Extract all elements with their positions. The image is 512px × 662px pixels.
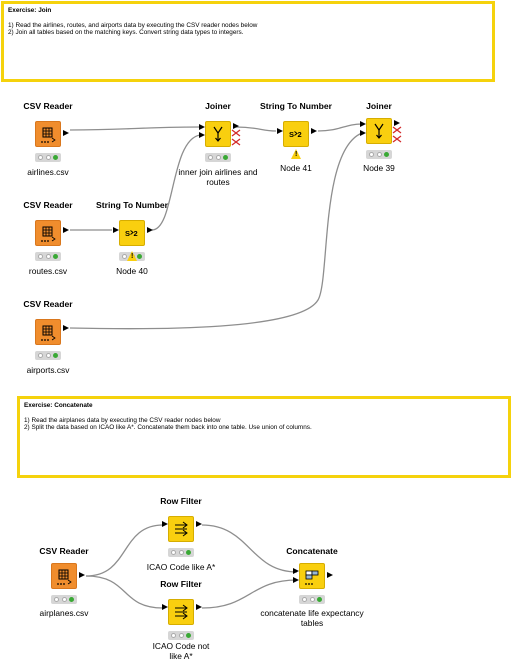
concatenate-icon[interactable] xyxy=(299,563,325,589)
input-port[interactable] xyxy=(113,227,119,233)
annotation-line: 2) Join all tables based on the matching… xyxy=(8,29,244,37)
node-status-indicator xyxy=(168,631,194,640)
output-port[interactable] xyxy=(233,123,239,129)
node-status-indicator xyxy=(35,153,61,162)
output-port[interactable] xyxy=(196,521,202,527)
connection-rowfilter2-to-concatenate[interactable] xyxy=(201,579,298,609)
input-port-left[interactable] xyxy=(360,121,366,127)
node-type-title: Row Filter xyxy=(160,496,202,506)
output-port[interactable] xyxy=(63,227,69,233)
node-type-title: String To Number xyxy=(260,101,332,111)
node-type-title: Row Filter xyxy=(160,579,202,589)
connection-airplanes-to-rowfilter1[interactable] xyxy=(85,524,164,577)
annotation-line: 2) Split the data based on ICAO like A*.… xyxy=(24,424,312,432)
connection-airlines-to-joiner[interactable] xyxy=(69,126,201,131)
output-port[interactable] xyxy=(394,120,400,126)
connection-rowfilter1-to-concatenate[interactable] xyxy=(201,524,298,573)
node-type-title: Concatenate xyxy=(286,546,338,556)
output-port[interactable] xyxy=(196,604,202,610)
svg-text:2: 2 xyxy=(298,130,302,139)
annotation-title: Exercise: Join xyxy=(8,7,52,14)
annotation-concatenate[interactable]: Exercise: Concatenate 1) Read the airpla… xyxy=(17,396,511,478)
output-port[interactable] xyxy=(327,572,333,578)
warning-icon[interactable] xyxy=(291,149,301,159)
row-filter-icon[interactable] xyxy=(168,516,194,542)
node-label[interactable]: Node 40 xyxy=(116,266,148,276)
node-label[interactable]: ICAO Code not like A* xyxy=(152,641,210,661)
input-port[interactable] xyxy=(277,128,283,134)
node-label[interactable]: Node 41 xyxy=(280,163,312,173)
input-port-right[interactable] xyxy=(360,130,366,136)
output-port[interactable] xyxy=(311,128,317,134)
node-status-indicator xyxy=(35,351,61,360)
annotation-line: 1) Read the airplanes data by executing … xyxy=(24,416,221,424)
node-label[interactable]: concatenate life expectancy tables xyxy=(260,608,364,628)
svg-text:S: S xyxy=(125,229,130,238)
warning-mark: ! xyxy=(131,253,134,260)
node-type-title: CSV Reader xyxy=(23,200,73,210)
input-port-right[interactable] xyxy=(199,132,205,138)
node-status-indicator xyxy=(366,150,392,159)
node-status-indicator xyxy=(168,548,194,557)
node-status-indicator xyxy=(51,595,77,604)
node-label[interactable]: airports.csv xyxy=(26,365,70,375)
svg-text:S: S xyxy=(289,130,294,139)
joiner-icon[interactable] xyxy=(366,118,392,144)
node-label[interactable]: ICAO Code like A* xyxy=(146,562,216,572)
input-port-left[interactable] xyxy=(199,124,205,130)
node-type-title: CSV Reader xyxy=(39,546,89,556)
output-port[interactable] xyxy=(147,227,153,233)
csv-reader-icon[interactable] xyxy=(35,121,61,147)
output-port[interactable] xyxy=(79,572,85,578)
csv-reader-icon[interactable] xyxy=(51,563,77,589)
annotation-join[interactable]: Exercise: Join 1) Read the airlines, rou… xyxy=(1,1,495,82)
connection-stn40-to-joiner[interactable] xyxy=(151,134,201,231)
node-type-title: CSV Reader xyxy=(23,299,73,309)
node-type-title: CSV Reader xyxy=(23,101,73,111)
node-status-indicator xyxy=(299,595,325,604)
node-label[interactable]: airlines.csv xyxy=(27,167,69,177)
joiner-icon[interactable] xyxy=(205,121,231,147)
annotation-line: 1) Read the airlines, routes, and airpor… xyxy=(8,21,258,29)
warning-mark: ! xyxy=(295,151,298,158)
node-type-title: Joiner xyxy=(366,101,392,111)
connection-stn41-to-joiner39[interactable] xyxy=(317,123,363,132)
node-status-indicator xyxy=(205,153,231,162)
node-label[interactable]: airplanes.csv xyxy=(39,608,89,618)
node-label[interactable]: Node 39 xyxy=(363,163,395,173)
inactive-port-icon[interactable] xyxy=(231,129,241,147)
node-label[interactable]: inner join airlines and routes xyxy=(178,167,258,187)
row-filter-icon[interactable] xyxy=(168,599,194,625)
csv-reader-icon[interactable] xyxy=(35,220,61,246)
input-port-bottom[interactable] xyxy=(293,577,299,583)
connection-airplanes-to-rowfilter2[interactable] xyxy=(85,575,164,609)
input-port[interactable] xyxy=(162,604,168,610)
node-type-title: Joiner xyxy=(205,101,231,111)
connection-airports-to-joiner39[interactable] xyxy=(69,132,363,330)
input-port[interactable] xyxy=(162,521,168,527)
csv-reader-icon[interactable] xyxy=(35,319,61,345)
node-status-indicator xyxy=(35,252,61,261)
output-port[interactable] xyxy=(63,130,69,136)
inactive-port-icon[interactable] xyxy=(392,126,402,144)
annotation-title: Exercise: Concatenate xyxy=(24,402,93,409)
node-type-title: String To Number xyxy=(96,200,168,210)
warning-icon[interactable] xyxy=(127,251,137,261)
svg-text:2: 2 xyxy=(134,229,138,238)
connection-joiner-to-stn41[interactable] xyxy=(235,126,277,132)
node-label[interactable]: routes.csv xyxy=(28,266,68,276)
input-port-top[interactable] xyxy=(293,568,299,574)
output-port[interactable] xyxy=(63,325,69,331)
